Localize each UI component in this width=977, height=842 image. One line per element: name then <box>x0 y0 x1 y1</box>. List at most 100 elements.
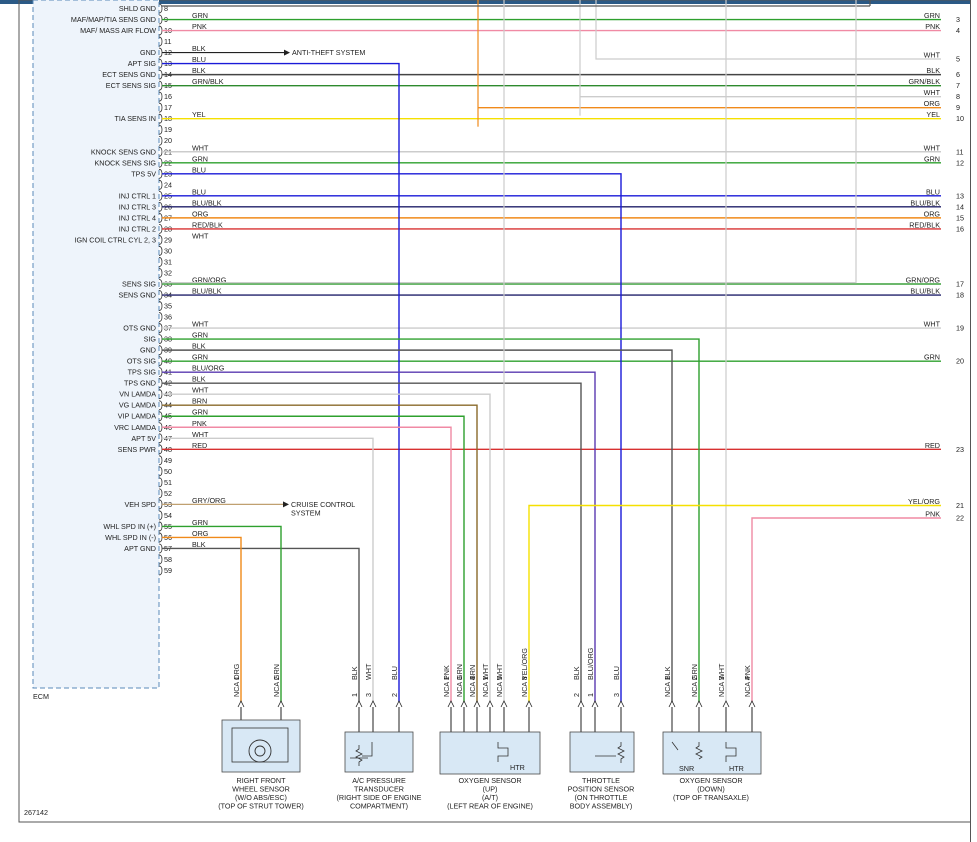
pin-number: 19 <box>164 125 172 134</box>
connector-pin <box>369 700 377 708</box>
pin-number: 58 <box>164 555 172 564</box>
component-pin-number: 1 <box>442 676 451 680</box>
pin-number: 52 <box>164 489 172 498</box>
component-pin-label: 1 <box>586 693 595 697</box>
pin-name: ECT SENS SIG <box>106 81 157 90</box>
connector-pin <box>473 700 481 708</box>
component-pin-number: 4 <box>468 676 477 680</box>
component-caption: POSITION SENSOR <box>568 785 635 794</box>
wire-pin-23 <box>162 173 622 702</box>
component-pin-label: NCA 8 <box>520 676 529 697</box>
wire-ign-coil <box>162 0 857 284</box>
connector-pin <box>486 700 494 708</box>
component-caption: (ON THROTTLE <box>575 793 628 802</box>
wire-color-label: GRN <box>192 518 208 527</box>
component-pin-number: 1 <box>481 676 490 680</box>
connector-pin <box>237 700 245 708</box>
wire-pin-55 <box>162 525 282 702</box>
component-pin-number: 4 <box>743 676 752 680</box>
pin-name: VEH SPD <box>124 500 156 509</box>
pin-bracket <box>158 91 163 102</box>
pin-name: MAF/ MASS AIR FLOW <box>80 26 156 35</box>
component-pin-wire: GRN <box>272 664 281 680</box>
pin-bracket <box>158 3 163 14</box>
component-pin-label: NCA 4 <box>743 676 752 697</box>
pin-name: APT SIG <box>128 59 157 68</box>
component-pin-wire: BRN <box>468 665 477 680</box>
component-pin-wire: PNK <box>442 665 451 680</box>
wire-pin-42 <box>162 382 582 702</box>
component-pin-label: NCA 1 <box>232 676 241 697</box>
pin-bracket <box>158 554 163 565</box>
wire-color-label: GRN <box>192 331 208 340</box>
component-pin-number: 2 <box>690 676 699 680</box>
component-pin-label: NCA 3 <box>455 676 464 697</box>
pin-name: INJ CTRL 4 <box>119 213 156 222</box>
right-wire-label: YEL/ORG <box>908 497 940 506</box>
right-wire-label: RED/BLK <box>909 220 940 229</box>
pin-name: INJ CTRL 3 <box>119 202 156 211</box>
pin-number: 31 <box>164 257 172 266</box>
pin-name: INJ CTRL 2 <box>119 224 156 233</box>
wire-color-label: YEL <box>192 110 206 119</box>
component-caption: (LEFT REAR OF ENGINE) <box>447 802 533 811</box>
pin-name: SENS GND <box>118 291 156 300</box>
diagram-frame <box>18 0 972 823</box>
wire-color-label: BLU <box>192 55 206 64</box>
pin-number: 35 <box>164 302 172 311</box>
wire-color-label: WHT <box>192 386 209 395</box>
right-terminal-number: 4 <box>956 26 960 35</box>
component-pin-wire: WHT <box>495 663 504 680</box>
connector-pin <box>748 700 756 708</box>
pin-name: OTS SIG <box>127 357 157 366</box>
pin-name: GND <box>140 48 156 57</box>
pin-name: APT 5V <box>131 434 156 443</box>
pin-name: SENS SIG <box>122 280 156 289</box>
component-caption: THROTTLE <box>582 776 620 785</box>
component-pin-tag: NCA <box>717 680 726 697</box>
wire-color-label: ORG <box>192 529 209 538</box>
wire-color-label: BLU/BLK <box>192 287 222 296</box>
pin-name: VN LAMDA <box>119 390 156 399</box>
right-terminal-number: 13 <box>956 191 964 200</box>
component-caption: (DOWN) <box>697 785 725 794</box>
pin-name: TPS GND <box>124 379 156 388</box>
pin-bracket <box>158 257 163 267</box>
component-body-o2down <box>662 731 762 775</box>
component-pin-wire: ORG <box>232 663 241 680</box>
component-pin-label: NCA 2 <box>690 676 699 697</box>
connector-pin <box>722 700 730 708</box>
pin-name: KNOCK SENS GND <box>91 147 156 156</box>
connector-pin <box>525 700 533 708</box>
snr-label: SNR <box>679 764 694 773</box>
component-caption: (A/T) <box>482 793 498 802</box>
component-pin-wire: GRN <box>455 664 464 680</box>
pin-name: WHL SPD IN (-) <box>105 533 156 542</box>
right-wire-label: WHT <box>924 51 941 60</box>
wire-color-label: PNK <box>192 419 207 428</box>
wire-pin-45 <box>162 415 465 702</box>
component-pin-wire: BLU <box>612 666 621 680</box>
pin-number: 32 <box>164 268 172 277</box>
component-pin-label: NCA 1 <box>663 676 672 697</box>
component-pin-wire: BLK <box>663 666 672 680</box>
right-wire-label: ORG <box>924 99 941 108</box>
wire-pin-39 <box>162 349 673 702</box>
component-caption: TRANSDUCER <box>354 785 404 794</box>
right-terminal-number: 19 <box>956 324 964 333</box>
wire-pnk-22 <box>751 517 941 702</box>
pin-name: VIP LAMDA <box>118 412 156 421</box>
wire-color-label: GRN/BLK <box>192 77 224 86</box>
wire-color-label: GRN <box>192 353 208 362</box>
pin-bracket <box>158 488 163 499</box>
pin-bracket <box>158 135 163 146</box>
connector-pin <box>277 700 285 708</box>
component-pin-number: 2 <box>572 693 581 697</box>
component-pin-number: 5 <box>495 676 504 680</box>
wire-color-label: BLK <box>192 375 206 384</box>
right-terminal-number: 8 <box>956 92 960 101</box>
right-wire-label: GRN <box>924 154 940 163</box>
connector-pin <box>695 700 703 708</box>
right-terminal-number: 23 <box>956 445 964 454</box>
